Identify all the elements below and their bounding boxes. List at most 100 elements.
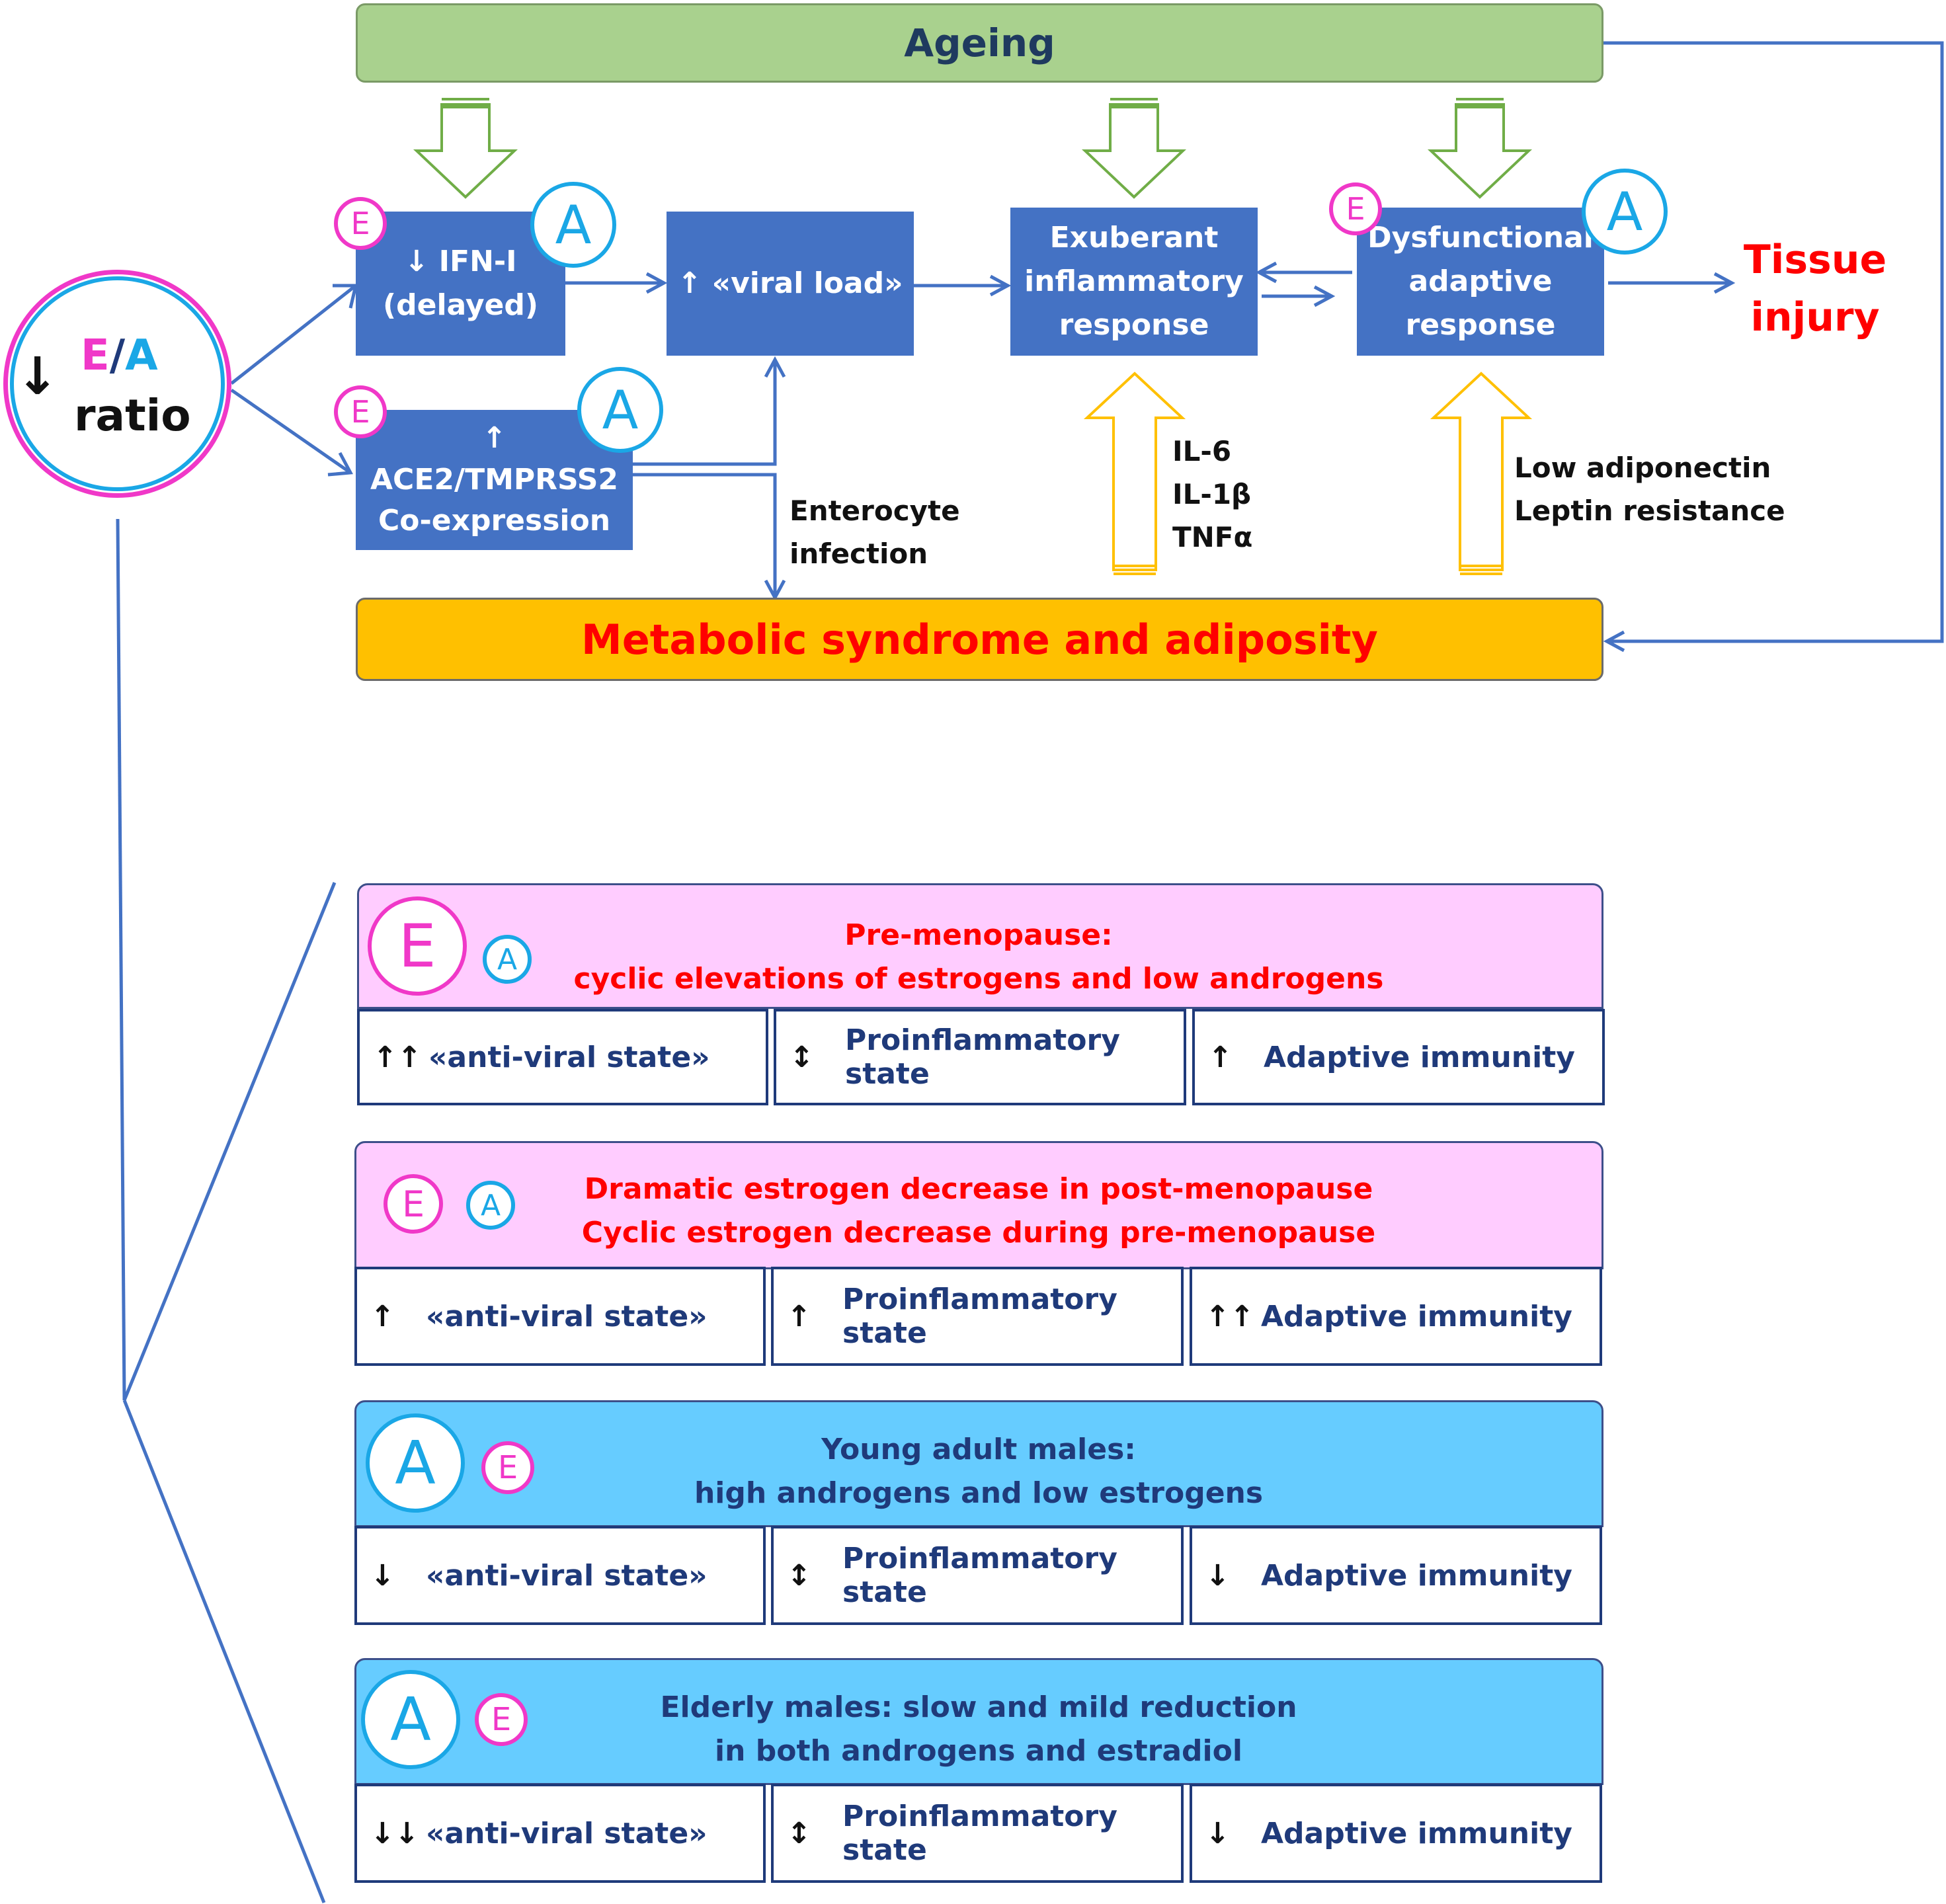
panel-1-cell-2-arrow: ↕ bbox=[790, 1040, 814, 1074]
panel-2-androgen-icon: A bbox=[466, 1181, 515, 1230]
panel-1-cell-1-arrow: ↑↑ bbox=[373, 1040, 422, 1074]
panel-title-2: Dramatic estrogen decrease in post-menop… bbox=[542, 1168, 1415, 1255]
panel-3-cell-3: ↓ Adaptive immunity bbox=[1190, 1526, 1602, 1625]
panel-2-cell-3-arrow: ↑↑ bbox=[1205, 1299, 1254, 1333]
panel-3-cell-1: ↓«anti-viral state» bbox=[354, 1526, 766, 1625]
adaptive-line-2: adaptive bbox=[1408, 264, 1553, 298]
tissue-line-2: injury bbox=[1750, 294, 1880, 340]
adipokine-2: Leptin resistance bbox=[1514, 495, 1785, 528]
panel-band-1 bbox=[357, 883, 1603, 1009]
inflammatory-line-2: inflammatory bbox=[1024, 264, 1244, 298]
adaptive-box: Dysfunctional adaptive response bbox=[1357, 208, 1604, 356]
panel-1-androgen-icon: A bbox=[483, 935, 532, 984]
panel-1-cell-1: ↑↑«anti-viral state» bbox=[357, 1009, 768, 1105]
ifn-androgen-icon: A bbox=[530, 182, 616, 268]
adaptive-line-1: Dysfunctional bbox=[1367, 221, 1594, 255]
panel-3-cell-3-text: Adaptive immunity bbox=[1261, 1558, 1572, 1593]
panel-4-androgen-icon: A bbox=[361, 1670, 460, 1769]
ace2-to-viral-arrow bbox=[633, 361, 777, 466]
bracket-stem bbox=[116, 518, 126, 1401]
panel-1-cell-3: ↑ Adaptive immunity bbox=[1192, 1009, 1605, 1105]
panel-4-title-line-2: in both androgens and estradiol bbox=[715, 1734, 1242, 1768]
panel-3-androgen-icon: A bbox=[366, 1413, 465, 1513]
ageing-label: Ageing bbox=[904, 20, 1055, 65]
panel-2-cell-2: ↑ Proinflammatory state bbox=[771, 1267, 1184, 1366]
ratio-arrow: ↓ bbox=[16, 347, 60, 407]
viral-load-box: ↑ «viral load» bbox=[667, 212, 914, 356]
enterocyte-line-1: Enterocyte bbox=[790, 495, 960, 527]
panel-2-estrogen-icon: E bbox=[384, 1174, 443, 1234]
ifn-line-2: (delayed) bbox=[383, 288, 538, 322]
cytokine-3: TNFα bbox=[1172, 521, 1253, 554]
ratio-to-ifn-arrow bbox=[230, 284, 357, 385]
panel-4-cell-3-arrow: ↓ bbox=[1205, 1816, 1230, 1850]
panel-title-3: Young adult males: high androgens and low… bbox=[542, 1428, 1415, 1515]
panel-3-cell-2-arrow: ↕ bbox=[787, 1558, 811, 1593]
panel-3-title-line-1: Young adult males: bbox=[821, 1433, 1136, 1466]
panel-2-cell-2-text: Proinflammatory state bbox=[842, 1283, 1117, 1350]
panel-2-cell-2-arrow: ↑ bbox=[787, 1299, 811, 1333]
panel-2-title-line-2: Cyclic estrogen decrease during pre-meno… bbox=[581, 1216, 1376, 1250]
ace2-line-3: Co-expression bbox=[378, 504, 611, 538]
panel-3-cell-3-arrow: ↓ bbox=[1205, 1558, 1230, 1593]
panel-4-cell-1-arrow: ↓↓ bbox=[370, 1816, 419, 1850]
adaptive-estrogen-letter: E bbox=[1346, 191, 1365, 227]
panel-3-title-line-2: high androgens and low estrogens bbox=[694, 1476, 1264, 1510]
adaptive-to-inflammatory-arrowhead bbox=[1255, 261, 1277, 284]
panel-4-cell-1-text: «anti-viral state» bbox=[426, 1816, 708, 1850]
ratio-slash: / bbox=[109, 331, 126, 380]
cytokine-1: IL-6 bbox=[1172, 435, 1232, 467]
panel-4-cell-3: ↓ Adaptive immunity bbox=[1190, 1784, 1602, 1883]
panel-1-small-letter: A bbox=[497, 942, 518, 976]
panel-3-small-letter: E bbox=[497, 1449, 518, 1486]
ageing-feedback-line bbox=[1603, 41, 1944, 643]
panel-1-cell-2-text: Proinflammatory state bbox=[845, 1023, 1120, 1091]
panel-3-cell-1-text: «anti-viral state» bbox=[426, 1558, 708, 1593]
adaptive-estrogen-icon: E bbox=[1329, 182, 1382, 235]
cytokine-2: IL-1β bbox=[1172, 478, 1252, 511]
inflammatory-to-adaptive-arrowhead bbox=[1313, 285, 1336, 307]
panel-1-cell-3-text: Adaptive immunity bbox=[1264, 1040, 1575, 1074]
panel-1-big-letter: E bbox=[398, 911, 436, 981]
panel-4-small-letter: E bbox=[491, 1701, 512, 1738]
panel-4-title-line-1: Elderly males: slow and mild reduction bbox=[660, 1690, 1297, 1724]
ageing-arrow-adaptive bbox=[1427, 98, 1533, 199]
panel-2-cell-3-text: Adaptive immunity bbox=[1261, 1299, 1572, 1333]
panel-4-cell-3-text: Adaptive immunity bbox=[1261, 1816, 1572, 1850]
ratio-word: ratio bbox=[74, 390, 191, 441]
enterocyte-line-2: infection bbox=[790, 537, 928, 571]
metabolic-arrow-adaptive bbox=[1430, 372, 1533, 575]
panel-1-cell-1-text: «anti-viral state» bbox=[428, 1040, 710, 1074]
ifn-androgen-letter: A bbox=[555, 194, 592, 256]
panel-band-4 bbox=[354, 1658, 1603, 1785]
ratio-a: A bbox=[125, 331, 158, 380]
ace2-to-metabolic-arrow bbox=[633, 473, 777, 595]
ageing-feedback-arrowhead bbox=[1603, 630, 1625, 653]
panel-1-cell-3-arrow: ↑ bbox=[1208, 1040, 1233, 1074]
panel-title-1: Pre-menopause:cyclic elevations of estro… bbox=[542, 914, 1415, 1001]
viral-to-inflammatory-arrowhead bbox=[989, 274, 1012, 297]
panel-4-cell-1: ↓↓«anti-viral state» bbox=[354, 1784, 766, 1883]
ifn-estrogen-letter: E bbox=[350, 206, 370, 241]
adaptive-line-3: response bbox=[1405, 308, 1556, 342]
ageing-arrow-inflammatory bbox=[1081, 98, 1187, 199]
metabolic-label: Metabolic syndrome and adiposity bbox=[581, 615, 1378, 664]
panel-1-title-line-1: Pre-menopause: bbox=[844, 918, 1113, 952]
metabolic-arrow-inflammatory bbox=[1083, 372, 1186, 575]
inflammatory-line-3: response bbox=[1059, 308, 1209, 342]
ace2-line-1: ↑ bbox=[482, 421, 507, 456]
ace2-estrogen-letter: E bbox=[350, 394, 370, 430]
panel-2-title-line-1: Dramatic estrogen decrease in post-menop… bbox=[584, 1172, 1373, 1206]
panel-2-cell-1-text: «anti-viral state» bbox=[426, 1299, 708, 1333]
panel-2-cell-3: ↑↑Adaptive immunity bbox=[1190, 1267, 1602, 1366]
adaptive-androgen-letter: A bbox=[1606, 180, 1643, 243]
enterocyte-label: Enterocyte infection bbox=[790, 489, 960, 575]
bracket-lower bbox=[122, 1400, 326, 1903]
